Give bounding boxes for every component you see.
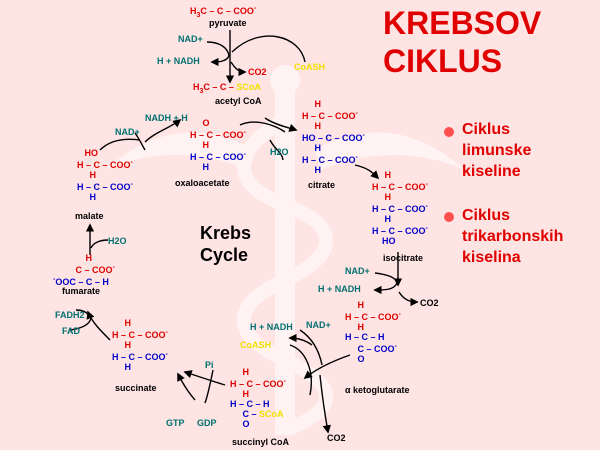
gtp-label: GTP	[166, 418, 185, 428]
arrow-nad-in-4	[134, 132, 146, 151]
bullet-dot-1	[444, 127, 454, 137]
nadh-label-2: H + NADH	[318, 284, 361, 294]
isocitrate-structure: H H – C – COO- H H – C – COO- H H – C – …	[372, 170, 428, 246]
arrow-fadh2-out	[75, 309, 91, 319]
center-label-line-2: Cycle	[200, 245, 249, 265]
arrow-nadh-out-3	[288, 333, 313, 346]
citrate-label: citrate	[308, 180, 336, 190]
acetyl-coa-structure: H3C – C – SCoA	[193, 82, 261, 95]
arrow-coash-in-3	[289, 344, 312, 396]
ketoglutarate-structure: H H – C – COO- H H – C – H C – COO- O	[345, 300, 401, 364]
co2-label-2: CO2	[420, 298, 439, 308]
arrow-citrate-isocitrate	[354, 164, 380, 180]
arrow-nad-in-1	[206, 41, 230, 57]
ketoglutarate-label: α ketoglutarate	[345, 385, 410, 395]
arrow-nad-in-2	[374, 272, 398, 284]
bullet-1-line-3: kiseline	[462, 163, 521, 180]
fad-label: FAD	[62, 326, 80, 336]
arrow-oxalo-citrate	[239, 121, 286, 133]
bullet-2-line-2: trikarbonskih	[462, 228, 564, 245]
succinyl-coa-label: succinyl CoA	[232, 437, 290, 447]
arrow-co2-out-3	[319, 374, 331, 434]
arrow-nad-in-3	[299, 329, 323, 366]
arrow-malate-oxalo	[99, 138, 141, 151]
arrow-kg-succinylcoa	[303, 354, 351, 380]
co2-label-1: CO2	[248, 67, 267, 77]
bullet-1-line-2: limunske	[462, 142, 532, 159]
arrow-nadh-out-2	[373, 282, 398, 295]
oxaloacetate-label: oxaloacetate	[175, 178, 230, 188]
arrow-fad-in	[69, 317, 92, 331]
pi-label: Pi	[205, 360, 214, 370]
arrow-coash-in	[231, 35, 306, 63]
arrow-pi-in	[204, 369, 214, 404]
center-label-line-1: Krebs	[200, 223, 252, 243]
nad-label-3: NAD+	[306, 320, 331, 330]
fadh2-label: FADH2	[55, 310, 85, 320]
isocitrate-label: isocitrate	[383, 253, 424, 263]
bullet-dot-2	[444, 212, 454, 222]
bullet-2-line-3: kiselina	[462, 249, 521, 266]
bullet-1: Ciklus limunske kiseline	[462, 119, 531, 182]
citrate-structure: H H – C – COO- H HO – C – COO- H H – C –…	[302, 99, 365, 175]
page-title: KREBSOV CIKLUS	[383, 4, 541, 80]
pyruvate-structure: H3C – C – COO-	[190, 5, 257, 19]
bullet-1-line-1: Ciklus	[462, 121, 511, 138]
nadh-label-3: H + NADH	[250, 322, 293, 332]
nad-label-2: NAD+	[345, 266, 370, 276]
h2o-label-1: H2O	[270, 147, 289, 157]
arrow-h2o-in-2	[90, 239, 109, 249]
nad-label-4: NAD+	[115, 127, 140, 137]
center-label: Krebs Cycle	[200, 222, 251, 266]
fumarate-label: fumarate	[62, 286, 101, 296]
arrow-succinylcoa-succinate	[183, 370, 226, 386]
gdp-label: GDP	[197, 418, 217, 428]
h2o-label-2: H2O	[108, 236, 127, 246]
title-line-2: CIKLUS	[383, 43, 503, 79]
coash-label-1: CoASH	[294, 62, 325, 72]
malate-structure: HO H – C – COO- H H – C – COO- H	[77, 148, 133, 202]
fumarate-structure: H C – COO- -OOC – C – H	[53, 253, 115, 287]
arrow-co2-out-1	[230, 61, 247, 77]
bullet-2: Ciklus trikarbonskih kiselina	[462, 205, 563, 268]
arrow-h2o	[269, 139, 284, 161]
arrow-acetyl-citrate	[264, 117, 298, 132]
malate-label: malate	[75, 211, 104, 221]
succinate-label: succinate	[115, 383, 157, 393]
arrow-succinate-fumarate	[86, 310, 111, 341]
arrow-co2-out-2	[398, 291, 419, 307]
succinate-structure: H H – C – COO- H H – C – COO- H	[112, 318, 168, 372]
succinyl-coa-structure: H H – C – COO- H H – C – H C – SCoA O	[230, 367, 286, 429]
arrow-gtp-out	[177, 372, 196, 401]
nadh-label-4: NADH + H	[145, 113, 188, 123]
nad-label-1: NAD+	[178, 34, 203, 44]
pyruvate-label: pyruvate	[209, 18, 247, 28]
title-line-1: KREBSOV	[383, 5, 542, 41]
nadh-label-1: H + NADH	[157, 56, 200, 66]
bullet-2-line-1: Ciklus	[462, 207, 511, 224]
co2-label-3: CO2	[327, 433, 346, 443]
arrow-nadh-out-1	[210, 55, 230, 67]
oxaloacetate-structure: O H – C – COO- H H – C – COO- H	[190, 118, 246, 172]
acetyl-coa-label: acetyl CoA	[215, 96, 262, 106]
coash-label-2: CoASH	[240, 340, 271, 350]
arrow-nadh-out-4	[144, 118, 182, 143]
